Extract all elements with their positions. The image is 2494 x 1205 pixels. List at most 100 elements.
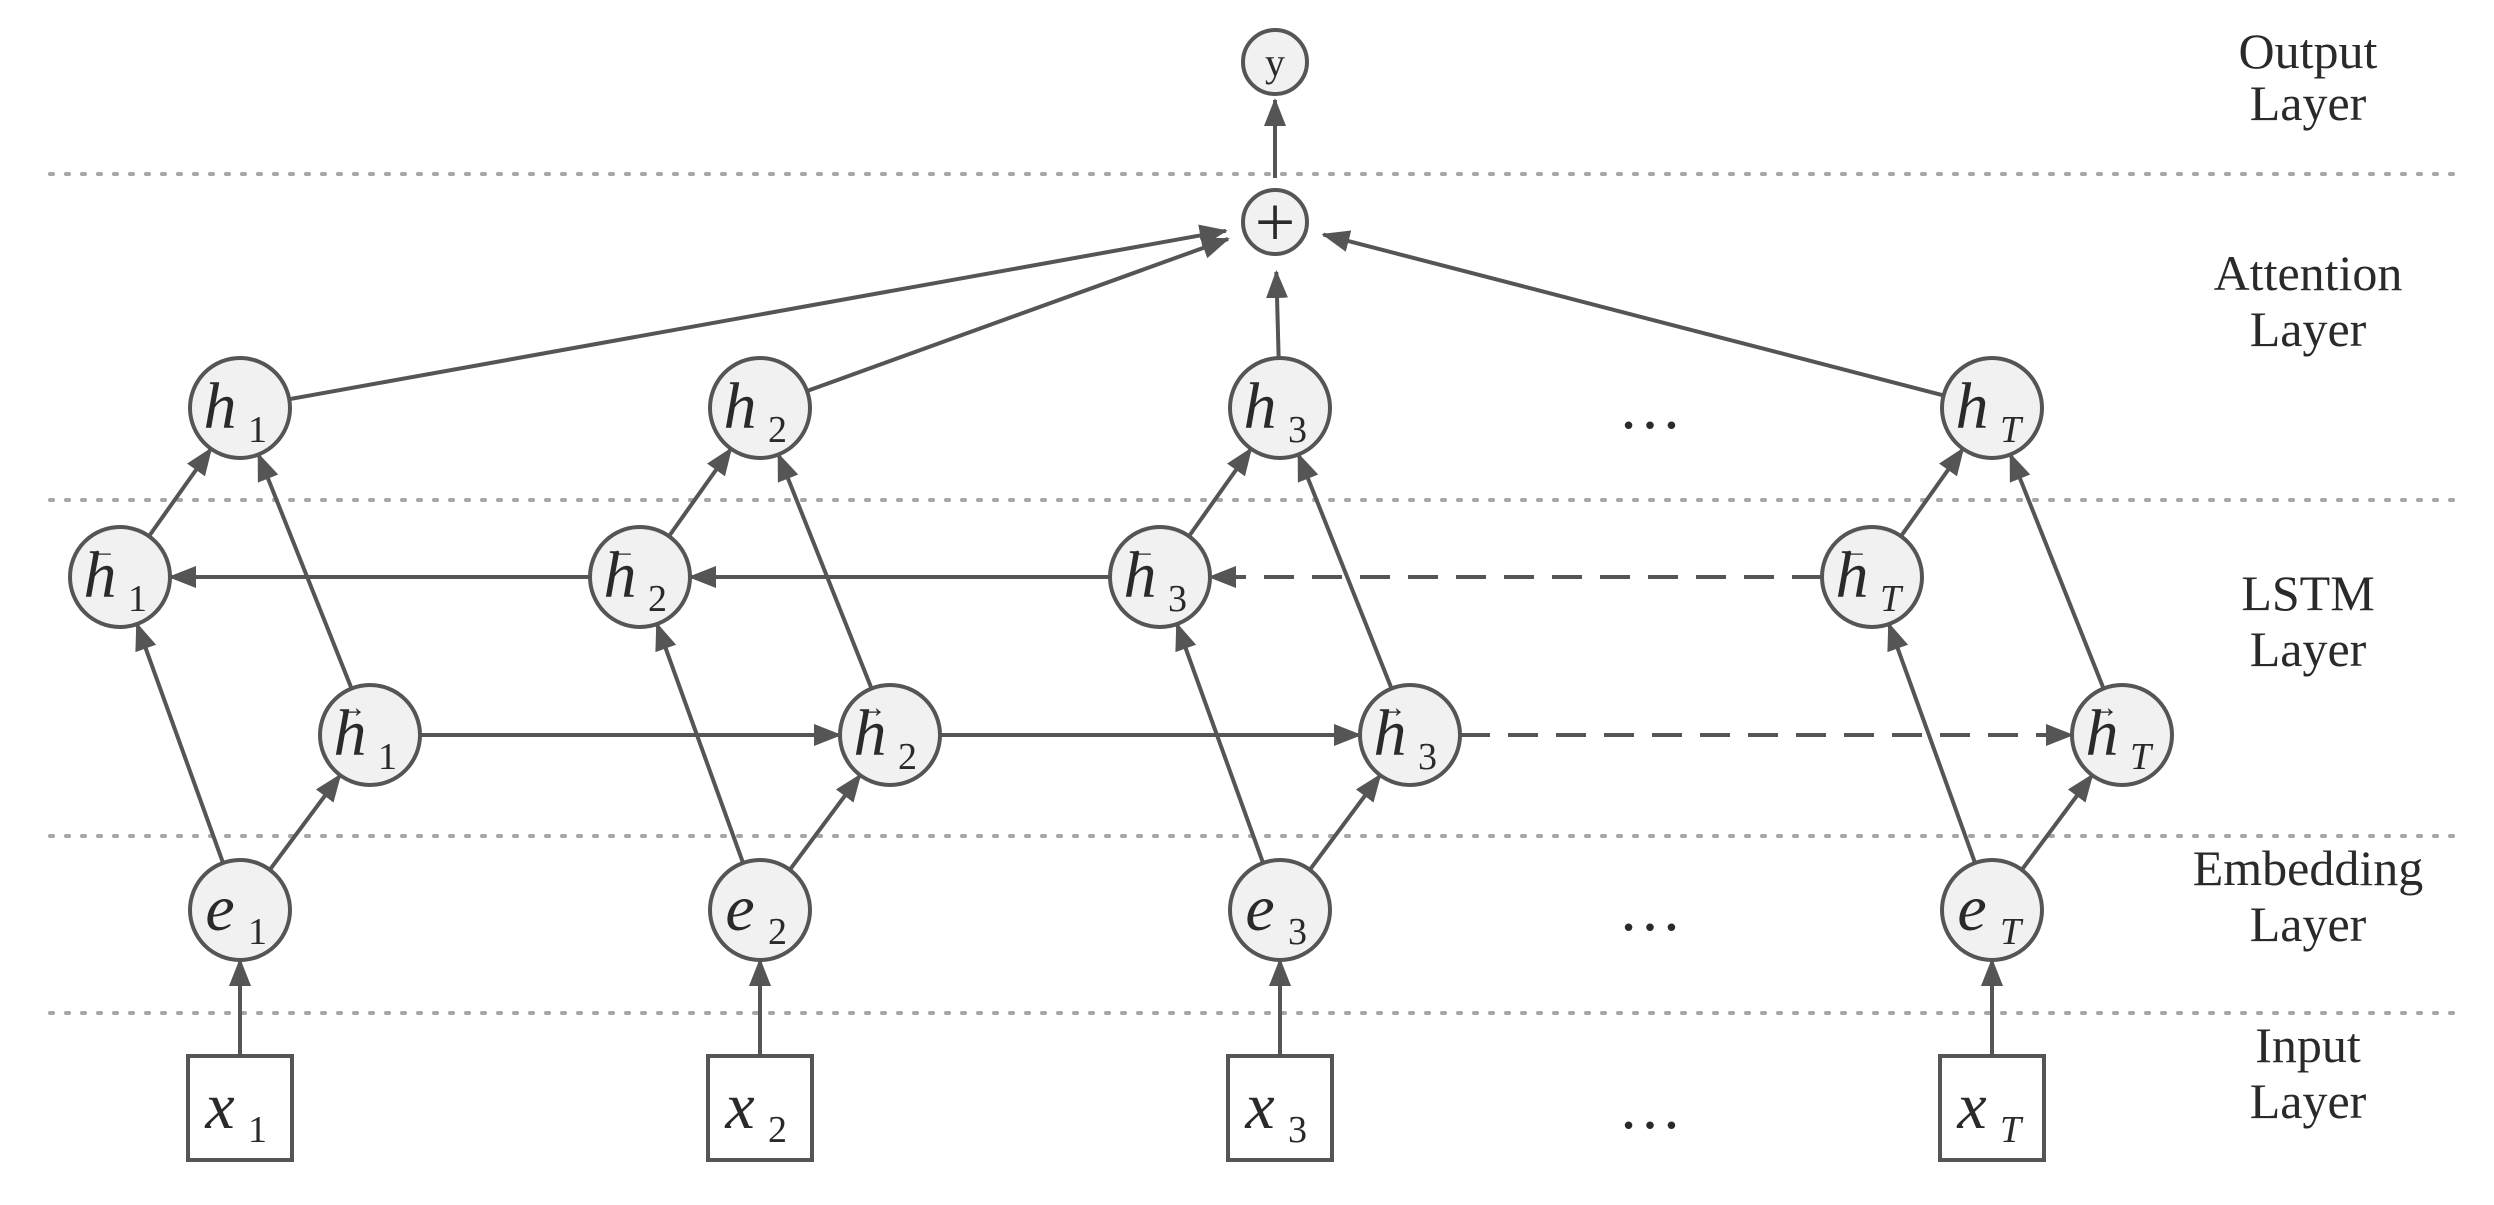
sum-symbol: + xyxy=(1255,182,1296,262)
input-subscript: T xyxy=(2000,1109,2024,1151)
backward-lstm-subscript: T xyxy=(1880,578,1904,620)
input-letter: x xyxy=(1956,1070,1986,1143)
input-subscript: 3 xyxy=(1288,1109,1307,1151)
layer-label-attention: Attention xyxy=(2214,245,2403,301)
layer-label-lstm: LSTM xyxy=(2241,565,2374,621)
forward-lstm-subscript: T xyxy=(2130,736,2154,778)
input-box xyxy=(186,1054,294,1162)
arrow-embedding-to-forward xyxy=(2020,773,2094,872)
forward-lstm-subscript: 3 xyxy=(1418,736,1437,778)
backward-lstm-node-circle xyxy=(588,525,692,629)
backward-lstm-subscript: 2 xyxy=(648,578,667,620)
embedding-letter: e xyxy=(1957,872,1986,945)
backward-lstm-subscript: 1 xyxy=(128,578,147,620)
forward-lstm-letter: h xyxy=(854,697,887,770)
forward-lstm-letter: h xyxy=(2086,697,2119,770)
embedding-node-circle xyxy=(1940,858,2044,962)
arrow-backward-to-hidden xyxy=(667,447,733,538)
embedding-node-circle xyxy=(188,858,292,962)
input-subscript: 2 xyxy=(768,1109,787,1151)
arrow-hidden-to-attention xyxy=(288,224,1228,402)
arrow-embedding-to-forward xyxy=(788,773,862,872)
backward-lstm-direction-arrow: ← xyxy=(1839,533,1869,566)
hidden-state-subscript: 2 xyxy=(768,409,787,451)
layer-label-embedding-line2: Layer xyxy=(2250,896,2367,952)
layer-labels: OutputLayerAttentionLayerLSTMLayerEmbedd… xyxy=(2193,23,2424,1129)
attention-sum-node-circle xyxy=(1241,188,1309,256)
embedding-node-circle xyxy=(708,858,812,962)
input-letter: x xyxy=(724,1070,754,1143)
hidden-state-node-circle xyxy=(188,356,292,460)
ellipsis: … xyxy=(1618,371,1682,442)
forward-lstm-direction-arrow: → xyxy=(337,691,367,724)
embedding-letter: e xyxy=(1245,872,1274,945)
layer-label-embedding: Embedding xyxy=(2193,840,2424,896)
arrow-backward-to-hidden xyxy=(1187,447,1253,538)
arrow-embedding-to-backward xyxy=(1175,622,1265,864)
hidden-state-node-circle xyxy=(1940,356,2044,460)
embedding-subscript: 2 xyxy=(768,911,787,953)
arrow-backward-to-hidden xyxy=(1899,447,1965,538)
hidden-state-subscript: T xyxy=(2000,409,2024,451)
arrow-hidden-to-attention xyxy=(1266,269,1289,359)
layer-label-input-line2: Layer xyxy=(2250,1073,2367,1129)
backward-lstm-letter: h xyxy=(1124,539,1157,612)
hidden-state-letter: h xyxy=(1244,370,1277,443)
embedding-letter: e xyxy=(205,872,234,945)
input-subscript: 1 xyxy=(248,1109,267,1151)
input-letter: x xyxy=(204,1070,234,1143)
embedding-subscript: 3 xyxy=(1288,911,1307,953)
arrow-forward-to-hidden xyxy=(2008,452,2106,690)
forward-lstm-node-circle xyxy=(1358,683,1462,787)
forward-lstm-direction-arrow: → xyxy=(1377,691,1407,724)
forward-lstm-letter: h xyxy=(334,697,367,770)
embedding-letter: e xyxy=(725,872,754,945)
layer-label-input: Input xyxy=(2255,1017,2361,1073)
forward-lstm-subscript: 2 xyxy=(898,736,917,778)
backward-lstm-letter: h xyxy=(604,539,637,612)
embedding-subscript: T xyxy=(2000,911,2024,953)
layer-label-lstm-line2: Layer xyxy=(2250,621,2367,677)
arrow-hidden-to-attention xyxy=(806,237,1230,393)
forward-lstm-node-circle xyxy=(2070,683,2174,787)
backward-lstm-node-circle xyxy=(1108,525,1212,629)
output-node-circle xyxy=(1241,28,1309,96)
ellipsis: … xyxy=(1618,873,1682,944)
forward-lstm-direction-arrow: → xyxy=(2089,691,2119,724)
forward-lstm-node-circle xyxy=(838,683,942,787)
embedding-node-circle xyxy=(1228,858,1332,962)
arrow-embedding-to-backward xyxy=(1887,622,1977,864)
backward-lstm-letter: h xyxy=(1836,539,1869,612)
layer-label-attention-line2: Layer xyxy=(2250,301,2367,357)
hidden-state-letter: h xyxy=(724,370,757,443)
backward-lstm-node-circle xyxy=(1820,525,1924,629)
forward-lstm-subscript: 1 xyxy=(378,736,397,778)
connections xyxy=(135,98,2106,1056)
arrow-forward-to-hidden xyxy=(256,452,354,690)
layer-label-output: Output xyxy=(2239,23,2378,79)
backward-lstm-direction-arrow: ← xyxy=(607,533,637,566)
backward-lstm-letter: h xyxy=(84,539,117,612)
input-box xyxy=(1938,1054,2046,1162)
arrow-embedding-to-forward xyxy=(268,773,342,872)
hidden-state-node-circle xyxy=(708,356,812,460)
arrow-embedding-to-backward xyxy=(655,622,745,864)
